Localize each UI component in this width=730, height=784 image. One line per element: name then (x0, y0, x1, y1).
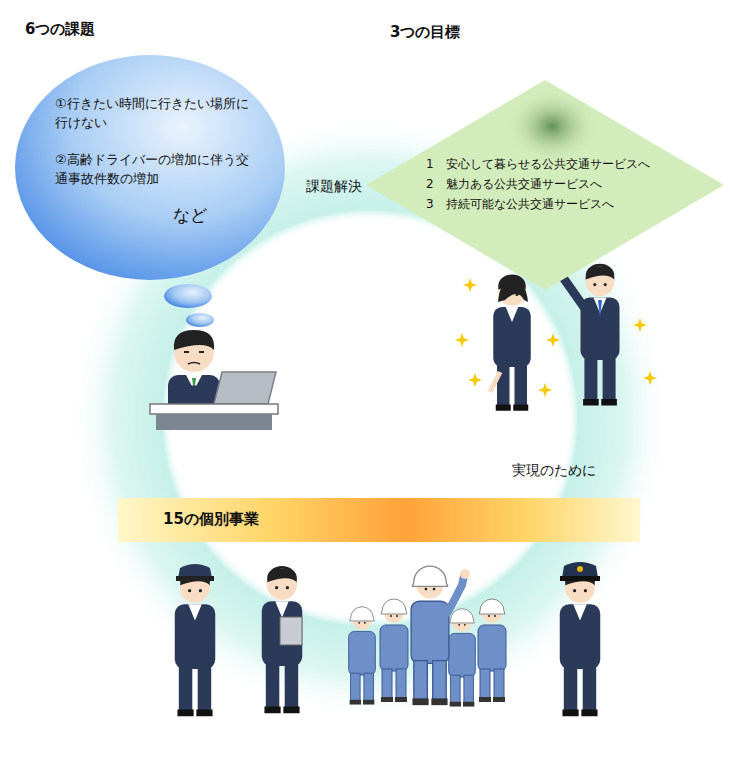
police-officer-part (577, 566, 583, 572)
worried-man-at-desk-part (214, 372, 276, 404)
station-attendant-part (178, 564, 212, 578)
construction-workers-part (449, 609, 476, 707)
police-officer-part (562, 562, 598, 578)
construction-workers (349, 566, 506, 706)
worried-man-at-desk-part (156, 414, 272, 430)
happy-business-people-part (546, 333, 560, 347)
happy-business-people-part (538, 383, 552, 397)
problem-cloud: 6つの課題①行きたい時間に行きたい場所に行けない②高齢ドライバーの増加に伴う交通… (15, 55, 285, 280)
happy-business-people-part (633, 318, 647, 332)
thought-bubbles (164, 284, 214, 327)
happy-business-people-part (493, 275, 531, 411)
band-text: 15の個別事業 (163, 509, 363, 531)
heading: 6つの課題 (25, 19, 155, 41)
happy-business-people-part (498, 279, 528, 302)
heading: 3つの目標 (390, 22, 520, 44)
worried-man-at-desk-part (184, 351, 204, 353)
flow-label: 実現のために (512, 462, 596, 480)
etc-text: など (173, 203, 233, 228)
happy-business-people-part (643, 371, 657, 385)
station-attendant-part (176, 576, 214, 581)
goal-text: 2 魅力ある公共交通サービスへ (426, 176, 676, 193)
happy-business-people-part (581, 264, 620, 406)
worried-man-at-desk-part (188, 363, 200, 365)
projects-band: 15の個別事業 (118, 498, 640, 542)
worried-man-at-desk-part (174, 330, 214, 350)
thought-bubbles-part (164, 284, 212, 308)
problem-text: ②高齢ドライバーの増加に伴う交通事故件数の増加 (55, 151, 250, 189)
inspector-with-clipboard-part (280, 617, 302, 645)
happy-business-people-part (490, 372, 500, 392)
goal-text: 1 安心して暮らせる公共交通サービスへ (426, 156, 676, 173)
happy-business-people-part (468, 373, 482, 387)
cloud-shape (15, 55, 285, 280)
police-officer (560, 562, 601, 716)
construction-workers-part (460, 569, 470, 579)
construction-workers-part (478, 599, 506, 702)
construction-workers-part (349, 607, 376, 705)
happy-business-people-part (463, 278, 477, 292)
inspector-with-clipboard (262, 566, 303, 713)
problem-text: ①行きたい時間に行きたい場所に行けない (55, 95, 250, 133)
construction-workers-part (380, 599, 408, 702)
station-attendant-part (175, 569, 216, 716)
inspector-with-clipboard-part (262, 566, 303, 713)
goal-text: 3 持続可能な公共交通サービスへ (426, 196, 676, 213)
happy-business-people-part (598, 300, 602, 318)
construction-workers-part (411, 566, 449, 705)
problem-cloud-outline (15, 55, 285, 280)
thought-bubbles-part (186, 313, 214, 327)
happy-business-people-part (455, 333, 469, 347)
station-attendant (175, 564, 216, 716)
goal-diamond: 3つの目標1 安心して暮らせる公共交通サービスへ2 魅力ある公共交通サービスへ3… (366, 80, 724, 290)
worried-man-at-desk (150, 330, 278, 430)
diamond-shape (366, 80, 724, 290)
worried-man-at-desk-part (180, 386, 215, 395)
police-officer-part (560, 576, 600, 581)
construction-workers-part (448, 576, 464, 612)
diamond-shade (506, 88, 599, 164)
worried-man-at-desk-part (150, 404, 278, 414)
band-shape (118, 498, 640, 542)
flow-label: 課題解決 (306, 178, 362, 196)
police-officer-part (560, 569, 601, 716)
